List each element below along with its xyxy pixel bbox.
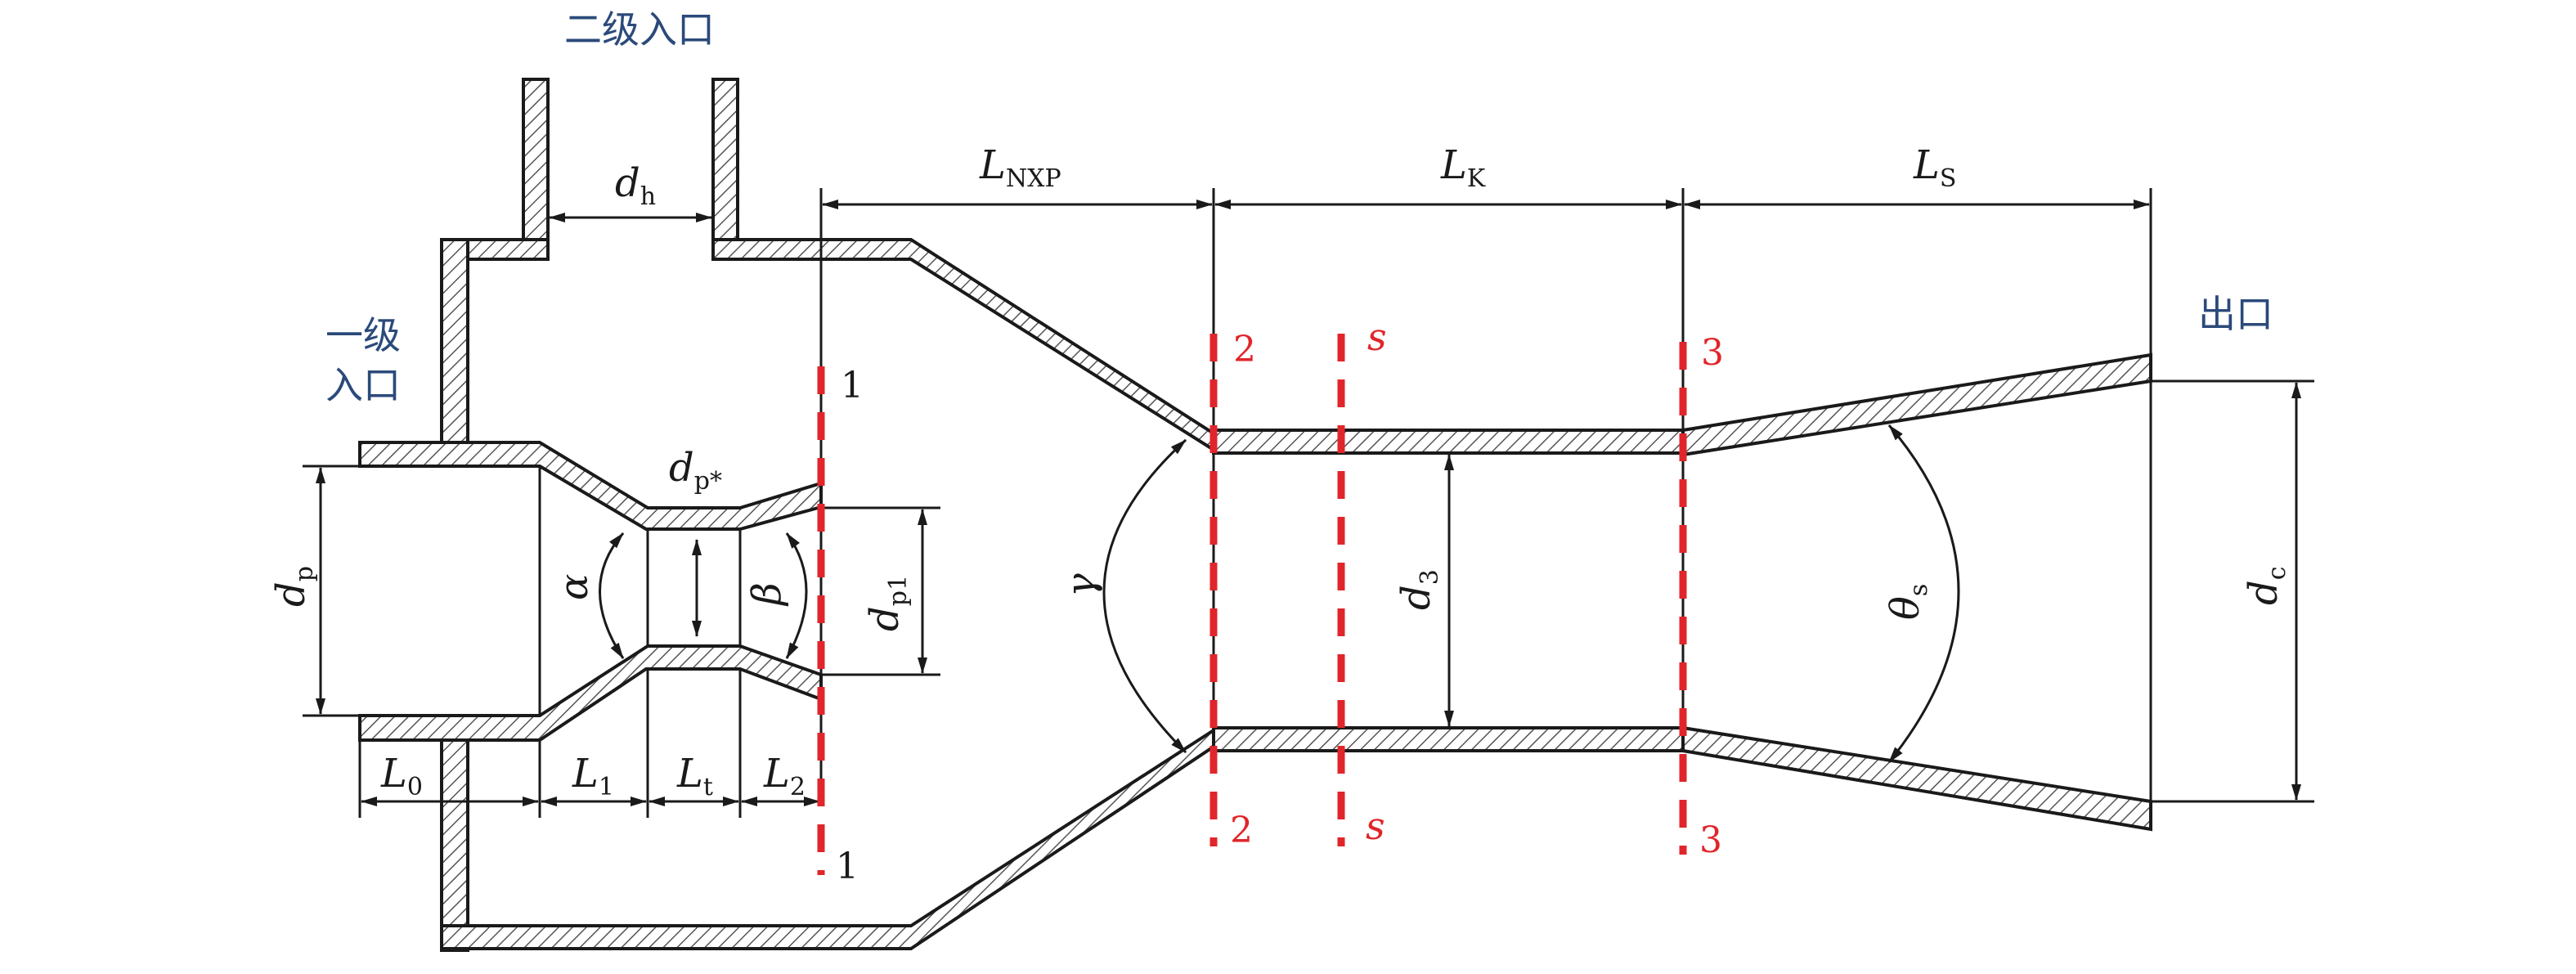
section-1-bottom-label: 1 [836,846,859,887]
svg-text:dp1: dp1 [862,575,913,631]
svg-text:α: α [551,574,597,600]
l2-label: L2 [763,751,806,801]
chamber-left-lower-wall [440,734,469,952]
nozzle-bottom-wall [358,644,823,742]
ls-label: LS [1913,142,1956,193]
dp-star-label: dp* [669,445,722,496]
secondary-inlet-left-wall [522,78,550,261]
alpha-label: α [551,574,597,600]
d3-label: d3 [1393,569,1444,610]
svg-text:d3: d3 [1393,569,1444,610]
section-2-bottom-label: 2 [1230,810,1253,851]
diffuser-bottom-wall [1681,725,2152,832]
primary-inlet-label-line2: 入口 [325,363,401,407]
gamma-arc [1102,438,1187,754]
outlet-label: 出口 [2198,292,2273,336]
svg-text:γ: γ [1058,573,1104,597]
beta-label: β [744,582,790,607]
diffuser-top-wall [1681,352,2152,457]
section-s-top-label: s [1367,315,1387,359]
dh-label: dh [615,160,656,211]
chamber-bottom-converging-wall [440,727,1215,950]
primary-inlet-label-line1: 一级 [325,313,401,357]
section-lines [817,334,1687,875]
ejector-walls [358,78,2152,952]
chamber-top-converging-wall [711,238,1215,453]
lnxp-label: LNXP [979,142,1061,193]
l1-label: L1 [572,751,614,801]
section-s-bottom-label: s [1366,804,1385,848]
theta-s-label: θs [1883,584,1933,620]
svg-text:dc: dc [2241,566,2291,605]
lk-label: LK [1440,142,1486,193]
svg-text:θs: θs [1883,584,1933,620]
mixing-tube-bottom-wall [1212,726,1685,752]
dc-label: dc [2241,566,2291,605]
alpha-arc [599,532,625,659]
section-1-top-label: 1 [841,365,864,406]
theta-arc [1887,424,1960,763]
nozzle-top-wall [358,441,823,531]
dp1-label: dp1 [862,575,913,631]
outline-lines [303,188,2314,829]
chamber-left-upper-wall [440,238,469,449]
mixing-tube-top-wall [1212,429,1685,455]
lt-label: Lt [676,751,713,801]
gamma-label: γ [1058,573,1104,597]
svg-text:dp: dp [268,566,319,607]
svg-text:β: β [744,582,790,607]
l0-label: L0 [380,751,423,801]
dimension-lines [316,200,2301,806]
section-3-top-label: 3 [1701,332,1724,374]
section-3-bottom-label: 3 [1699,819,1722,861]
beta-arc [785,532,808,659]
secondary-inlet-label: 二级入口 [564,7,715,52]
section-2-top-label: 2 [1233,329,1256,370]
dp-label: dp [268,566,319,607]
secondary-inlet-right-wall [711,78,739,261]
